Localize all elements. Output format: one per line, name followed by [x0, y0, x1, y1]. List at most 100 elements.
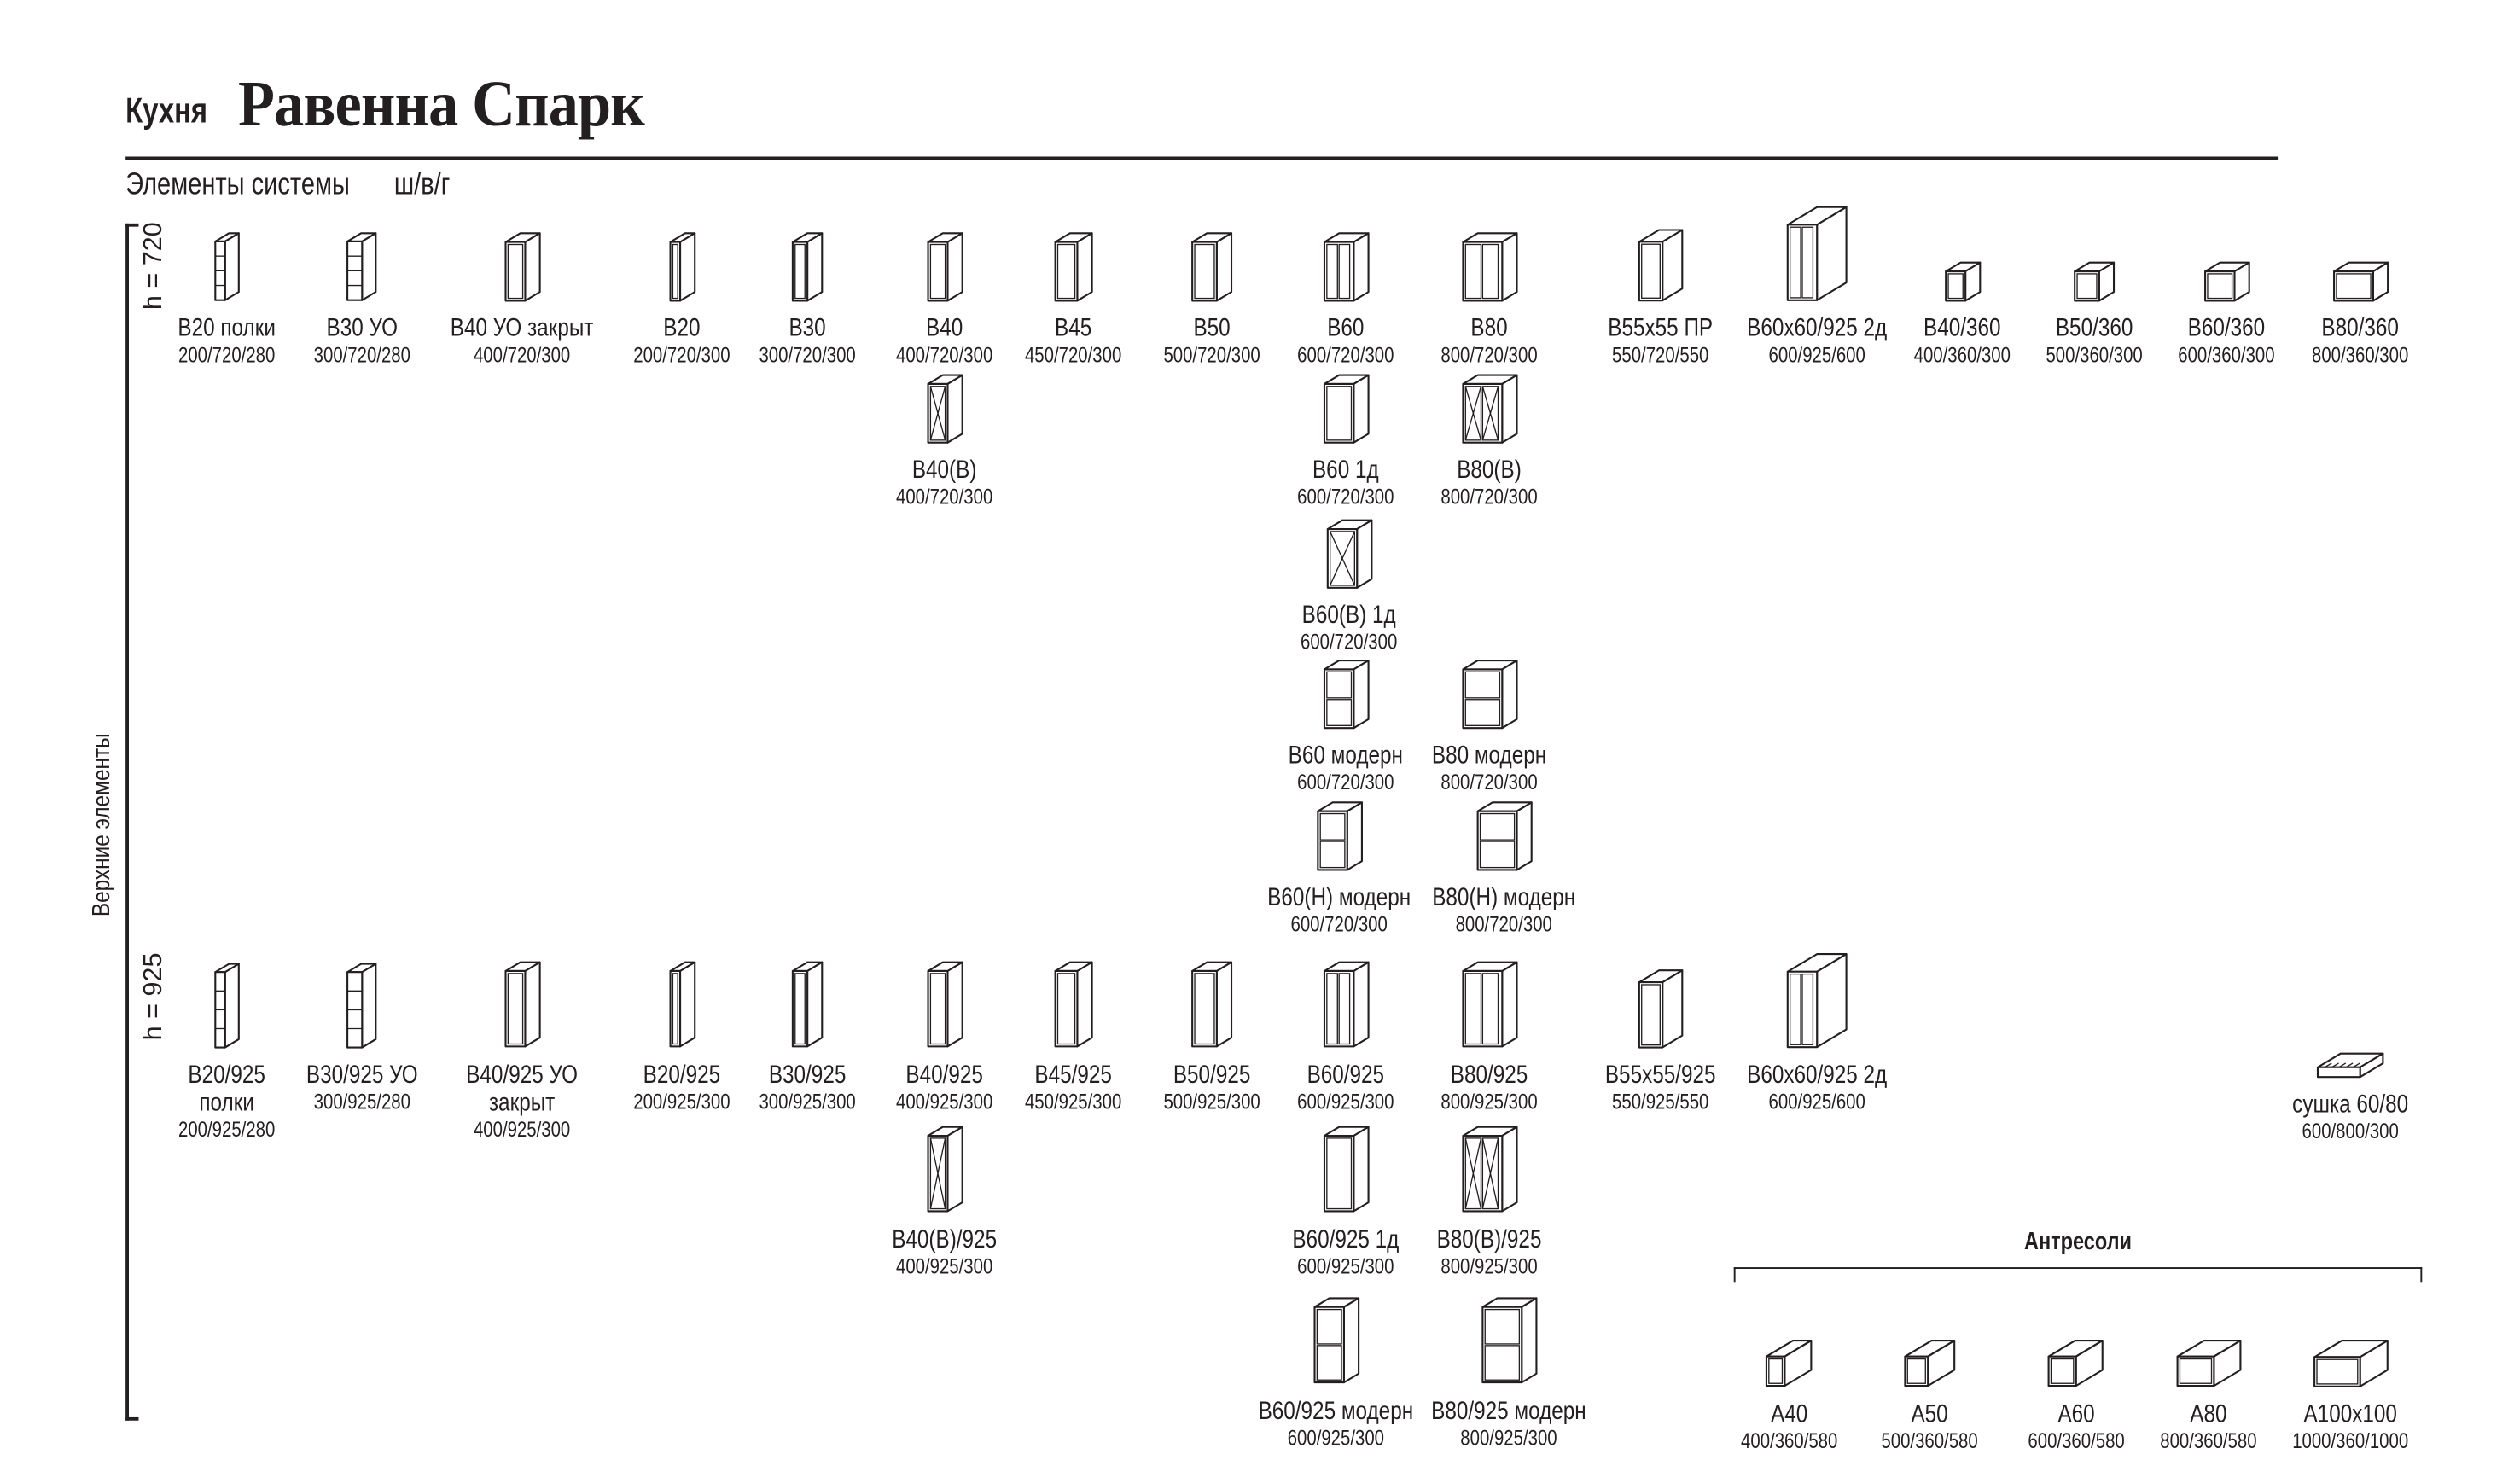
page-title: Равенна Спарк	[238, 67, 645, 141]
item-name: А40	[1771, 1400, 1808, 1429]
glass-cabinet-icon	[926, 1126, 963, 1213]
dish-dryer-icon	[2316, 1051, 2384, 1078]
item-dimensions: 400/925/300	[473, 1117, 571, 1142]
item-name: В80/925	[1450, 1062, 1528, 1090]
item-dimensions: 800/720/300	[1440, 484, 1538, 509]
mezzanine-title: Антресоли	[2023, 1228, 2133, 1256]
corner-cabinet-icon	[1638, 228, 1683, 301]
shelf-icon	[213, 232, 240, 301]
corner-shelf-icon	[346, 232, 377, 301]
item-dimensions: 800/925/300	[1440, 1089, 1538, 1114]
glass-cabinet-icon	[926, 373, 963, 444]
row-label-925: h = 925	[140, 952, 168, 1041]
door-cabinet-icon	[2074, 260, 2116, 301]
item-dimensions: 300/720/300	[759, 342, 856, 368]
item-dimensions: 600/360/580	[2028, 1428, 2125, 1453]
item-name: В60(Н) модерн	[1267, 883, 1411, 912]
title-prefix: Кухня	[125, 90, 208, 131]
item-dimensions: 600/720/300	[1297, 770, 1394, 794]
item-dimensions: 450/925/300	[1024, 1089, 1122, 1114]
item-dimensions: 200/925/300	[633, 1089, 730, 1114]
door-cabinet-icon	[503, 962, 540, 1049]
door-cabinet-icon	[1322, 373, 1369, 444]
item-dimensions: 600/720/300	[1297, 342, 1394, 368]
item-name: В20/925	[643, 1062, 721, 1090]
item-name: В60 1д	[1312, 457, 1379, 485]
section-label: Верхние элементы	[88, 733, 116, 917]
item-dimensions: 200/720/280	[178, 342, 276, 368]
item-dimensions: 400/925/300	[895, 1089, 993, 1114]
item-dimensions: 400/720/300	[895, 484, 993, 509]
glass-double-cabinet-icon	[1461, 373, 1517, 444]
item-name: В40	[926, 314, 963, 343]
item-dimensions: 400/720/300	[473, 342, 571, 368]
item-dimensions: 400/720/300	[895, 342, 993, 368]
item-name: А50	[1911, 1400, 1948, 1429]
door-cabinet-icon	[1191, 231, 1233, 301]
item-name: В30	[789, 314, 826, 343]
door-cabinet-icon	[2332, 260, 2389, 301]
item-name: В40/925 УО	[466, 1062, 579, 1090]
corner-double-cabinet-icon	[1786, 206, 1848, 301]
item-name-line2: закрыт	[488, 1089, 556, 1118]
item-dimensions: 550/925/550	[1612, 1089, 1709, 1114]
item-name: В80/360	[2321, 314, 2399, 343]
item-name: В60/925	[1307, 1062, 1385, 1090]
door-cabinet-icon	[503, 231, 540, 301]
item-name: В40/360	[1923, 314, 2001, 343]
item-name: сушка 60/80	[2292, 1091, 2409, 1120]
item-dimensions: 600/720/300	[1300, 629, 1398, 654]
corner-shelf-icon	[346, 963, 377, 1049]
double-door-cabinet-icon	[1322, 962, 1369, 1049]
item-name: В60х60/925 2д	[1747, 1062, 1888, 1090]
mezzanine-icon	[2048, 1340, 2104, 1387]
header-divider	[125, 156, 2279, 160]
door-cabinet-icon	[926, 962, 963, 1049]
mezzanine-icon	[1904, 1340, 1956, 1387]
row-label-720: h = 720	[140, 222, 168, 311]
item-dimensions: 800/360/580	[2160, 1428, 2257, 1453]
item-name: В60х60/925 2д	[1747, 314, 1888, 343]
double-door-cabinet-icon	[1461, 962, 1517, 1049]
item-name-line2: полки	[199, 1089, 254, 1118]
item-name: В60/925 модерн	[1258, 1397, 1414, 1426]
item-dimensions: 600/925/300	[1297, 1089, 1394, 1114]
item-name: В30 УО	[326, 314, 399, 343]
item-name: В60	[1327, 314, 1365, 343]
door-cabinet-icon	[1054, 231, 1093, 301]
item-dimensions: 600/800/300	[2302, 1119, 2399, 1143]
item-name: В80(В)/925	[1436, 1226, 1542, 1254]
item-dimensions: 800/720/300	[1440, 770, 1538, 794]
item-dimensions: 800/360/300	[2311, 342, 2409, 368]
item-dimensions: 600/720/300	[1297, 484, 1394, 509]
door-cabinet-icon	[1322, 1126, 1369, 1213]
item-dimensions: 600/925/600	[1768, 342, 1865, 368]
item-name: А80	[2190, 1400, 2227, 1429]
glass-double-cabinet-icon	[1461, 1126, 1517, 1213]
item-dimensions: 800/925/300	[1440, 1254, 1538, 1279]
item-name: В30/925 УО	[306, 1062, 418, 1090]
subtitle-label: Элементы системы	[125, 167, 350, 203]
mezzanine-icon	[2175, 1340, 2241, 1387]
item-dimensions: 400/360/580	[1741, 1428, 1838, 1453]
bracket-tick-bottom	[125, 1416, 139, 1420]
item-name: В60/360	[2187, 314, 2266, 343]
item-dimensions: 600/925/600	[1768, 1089, 1865, 1114]
corner-double-cabinet-icon	[1786, 952, 1848, 1049]
modern-cabinet-icon	[1481, 1298, 1537, 1384]
item-name: В30/925	[768, 1062, 847, 1090]
lift-door-cabinet-icon	[1461, 659, 1517, 729]
double-door-cabinet-icon	[1461, 231, 1517, 301]
item-name: В80(Н) модерн	[1432, 883, 1576, 912]
corner-cabinet-icon	[1638, 968, 1683, 1049]
item-name: В50	[1193, 314, 1231, 343]
item-dimensions: 500/360/580	[1881, 1428, 1978, 1453]
item-dimensions: 400/360/300	[1913, 342, 2011, 368]
item-dimensions: 300/925/280	[313, 1089, 410, 1114]
door-cabinet-icon	[1191, 962, 1233, 1049]
item-name: В40 УО закрыт	[450, 314, 594, 343]
item-dimensions: 800/720/300	[1455, 911, 1552, 937]
item-dimensions: 500/925/300	[1163, 1089, 1260, 1114]
